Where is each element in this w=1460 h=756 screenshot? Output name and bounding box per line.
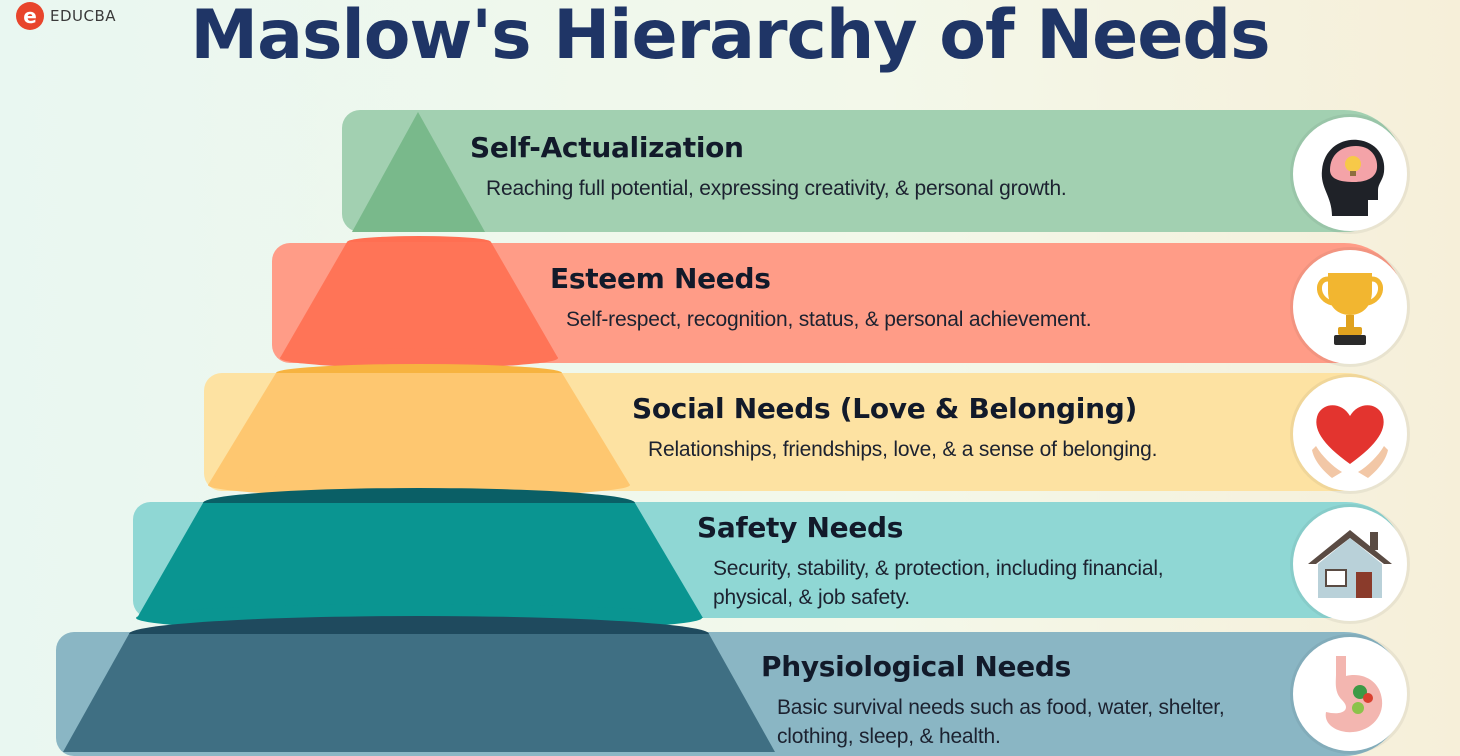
level-social: Social Needs (Love & Belonging) Relation… <box>632 392 1157 464</box>
level-safety: Safety Needs Security, stability, & prot… <box>697 511 1164 612</box>
stomach-icon <box>1293 637 1407 751</box>
pyramid-tier-physiological <box>63 634 775 752</box>
pyramid-tier-safety <box>137 503 703 618</box>
trophy-icon <box>1293 250 1407 364</box>
level-heading: Esteem Needs <box>550 262 771 295</box>
description-line: Security, stability, & protection, inclu… <box>713 557 1164 580</box>
educba-logo-icon: e <box>16 2 44 30</box>
pyramid-tier-self-actualization <box>352 112 485 232</box>
level-description: Relationships, friendships, love, & a se… <box>648 438 1158 461</box>
description-line: Basic survival needs such as food, water… <box>777 696 1225 719</box>
level-description: Basic survival needs such as food, water… <box>777 693 1225 751</box>
band-self-actualization <box>342 110 1404 232</box>
brand-name: EDUCBA <box>50 7 117 25</box>
level-description: Security, stability, & protection, inclu… <box>713 554 1164 612</box>
level-physiological: Physiological Needs Basic survival needs… <box>761 650 1225 751</box>
brain-lightbulb-icon <box>1293 117 1407 231</box>
level-heading: Physiological Needs <box>761 650 1071 683</box>
level-self-actualization: Self-Actualization Reaching full potenti… <box>470 131 1067 203</box>
level-heading: Self-Actualization <box>470 131 744 164</box>
description-line: clothing, sleep, & health. <box>777 725 1001 748</box>
educba-logo: e EDUCBA <box>16 2 116 30</box>
pyramid-tier-social <box>208 373 630 485</box>
page-title: Maslow's Hierarchy of Needs <box>190 0 1270 75</box>
level-heading: Safety Needs <box>697 511 904 544</box>
level-description: Self-respect, recognition, status, & per… <box>566 308 1092 331</box>
description-line: physical, & job safety. <box>713 586 910 609</box>
heart-hands-icon <box>1293 377 1407 491</box>
level-heading: Social Needs (Love & Belonging) <box>632 392 1137 425</box>
level-description: Reaching full potential, expressing crea… <box>486 177 1067 200</box>
level-esteem: Esteem Needs Self-respect, recognition, … <box>550 262 1092 334</box>
house-icon <box>1293 507 1407 621</box>
pyramid-tier-esteem <box>280 242 558 358</box>
